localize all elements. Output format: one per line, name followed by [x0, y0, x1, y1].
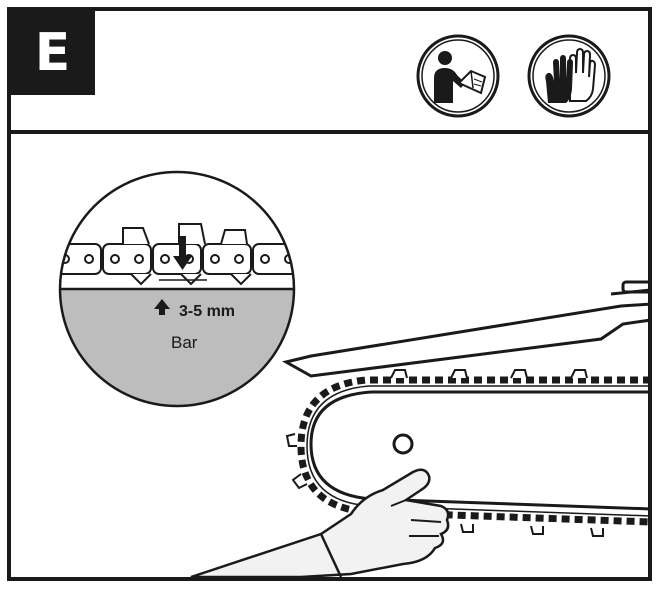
chain-tension-illustration: 3-5 mm Bar: [58, 170, 648, 577]
read-manual-icon: [416, 34, 500, 118]
magnified-detail: 3-5 mm Bar: [58, 170, 296, 408]
bar-label: Bar: [171, 333, 198, 352]
chain-links: [60, 223, 294, 286]
step-badge: E: [11, 11, 95, 95]
gloved-hand: [190, 468, 450, 577]
instruction-panel: E: [7, 7, 652, 581]
chainsaw-guide-bar: [281, 280, 648, 537]
gap-measurement-label: 3-5 mm: [179, 303, 235, 320]
pull-arrow: [173, 236, 192, 270]
gap-arrow: [154, 299, 170, 315]
panel-header: E: [11, 11, 648, 134]
gloves-icon: [527, 34, 611, 118]
step-letter: E: [34, 23, 72, 83]
